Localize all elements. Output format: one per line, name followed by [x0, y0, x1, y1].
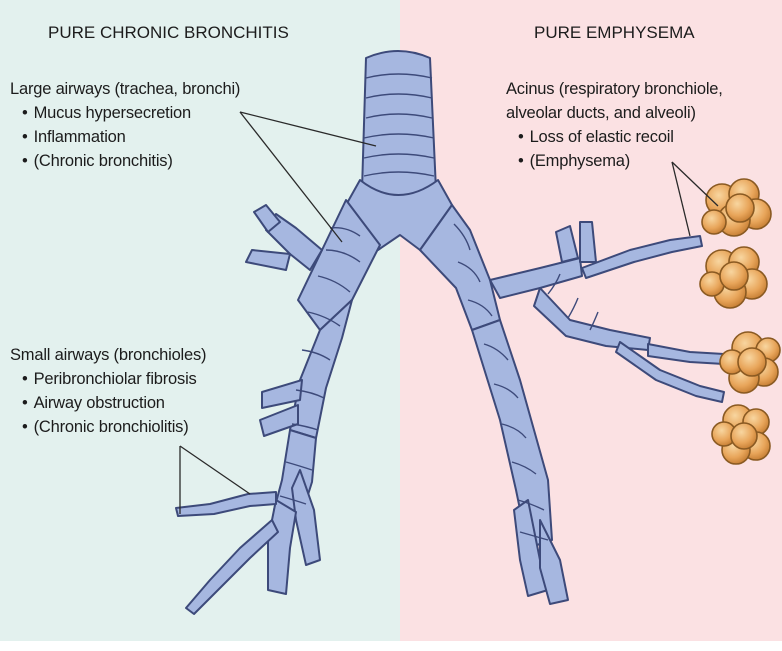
- right-bronchiole-upper: [582, 236, 702, 278]
- left-upper-branch-2: [246, 250, 290, 270]
- alveolar-cluster-lower-1: [720, 332, 780, 393]
- acinus-bullet-1: Loss of elastic recoil: [518, 126, 674, 148]
- right-bronchiole-mid: [648, 344, 724, 364]
- large-airways-bullet-2: Inflammation: [22, 126, 126, 148]
- leader-acinus-1: [672, 162, 718, 206]
- right-lower-bronchus: [472, 320, 552, 548]
- leader-large-airways-bronchus: [240, 112, 342, 242]
- acinus-title-line-2: alveolar ducts, and alveoli): [506, 102, 696, 124]
- right-upper-branch-2: [580, 222, 596, 262]
- right-upper-bronchus: [490, 258, 582, 298]
- airway-tree: [176, 51, 452, 614]
- alveolar-cluster-mid: [700, 247, 767, 308]
- left-terminal-2: [268, 500, 296, 594]
- small-airways-bullet-3: (Chronic bronchiolitis): [22, 416, 189, 438]
- left-bronchiole-lower: [186, 520, 278, 614]
- leader-small-airways-2: [180, 446, 250, 494]
- alveoli-clusters: [700, 179, 780, 464]
- large-airways-bullet-1: Mucus hypersecretion: [22, 102, 191, 124]
- emphysema-heading: PURE EMPHYSEMA: [534, 22, 695, 44]
- small-airways-bullet-1: Peribronchiolar fibrosis: [22, 368, 197, 390]
- acinus-bullet-2: (Emphysema): [518, 150, 630, 172]
- small-airways-bullet-2: Airway obstruction: [22, 392, 165, 414]
- trachea: [362, 51, 436, 198]
- leader-lines: [180, 112, 718, 514]
- leader-large-airways-trachea: [240, 112, 376, 146]
- small-airways-title: Small airways (bronchioles): [10, 344, 206, 366]
- acinus-title-line-1: Acinus (respiratory bronchiole,: [506, 78, 723, 100]
- large-airways-bullet-3: (Chronic bronchitis): [22, 150, 173, 172]
- right-middle-bronchus: [534, 288, 650, 350]
- alveolar-cluster-upper: [702, 179, 771, 236]
- alveolar-cluster-lower-2: [712, 405, 770, 464]
- large-airways-title: Large airways (trachea, bronchi): [10, 78, 240, 100]
- chronic-bronchitis-heading: PURE CHRONIC BRONCHITIS: [48, 22, 289, 44]
- left-bronchiole-upper: [176, 492, 276, 516]
- right-upper-branch-1: [556, 226, 578, 262]
- left-terminal-1: [292, 470, 320, 565]
- leader-acinus-2: [672, 162, 690, 236]
